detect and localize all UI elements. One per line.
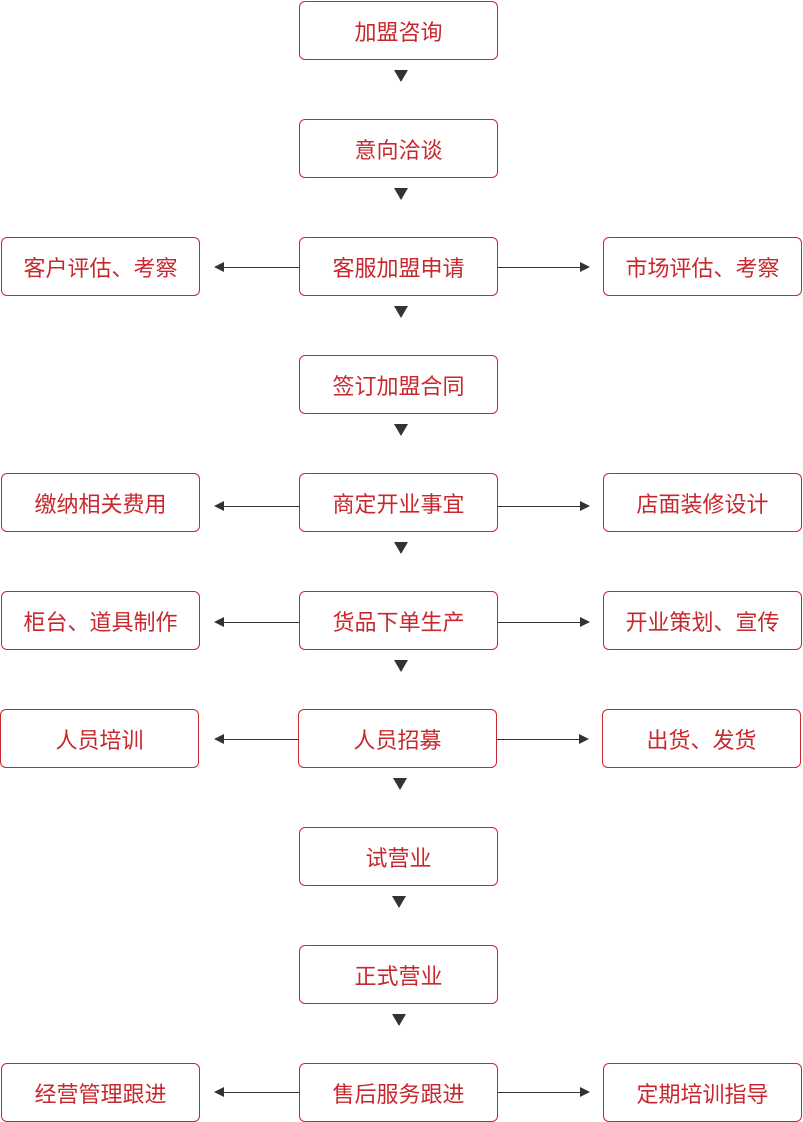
arrow-left-icon [214,734,224,744]
step-after-sales: 售后服务跟进 [299,1063,498,1122]
arrow-down-icon [394,70,408,82]
arrow-right-icon [579,734,589,744]
arrow-right-icon [580,1087,590,1097]
step-trial-operation: 试营业 [299,827,498,886]
arrow-right-icon [580,262,590,272]
branch-store-decoration: 店面装修设计 [603,473,802,532]
arrow-down-icon [394,306,408,318]
step-intention-negotiation: 意向洽谈 [299,119,498,178]
connector-line [497,739,580,740]
branch-pay-fees: 缴纳相关费用 [1,473,200,532]
step-goods-production: 货品下单生产 [299,591,498,650]
branch-staff-training: 人员培训 [0,709,199,768]
step-official-operation: 正式营业 [299,945,498,1004]
branch-customer-evaluation: 客户评估、考察 [1,237,200,296]
arrow-down-icon [394,188,408,200]
branch-counter-props: 柜台、道具制作 [1,591,200,650]
arrow-left-icon [214,501,224,511]
step-staff-recruitment: 人员招募 [298,709,497,768]
branch-shipping: 出货、发货 [602,709,801,768]
arrow-down-icon [393,778,407,790]
connector-line [222,267,299,268]
step-sign-contract: 签订加盟合同 [299,355,498,414]
arrow-left-icon [214,262,224,272]
connector-line [498,622,581,623]
arrow-right-icon [580,501,590,511]
connector-line [222,739,298,740]
arrow-right-icon [580,617,590,627]
step-franchise-application: 客服加盟申请 [299,237,498,296]
arrow-left-icon [214,617,224,627]
connector-line [498,1092,581,1093]
arrow-down-icon [392,896,406,908]
arrow-down-icon [392,1014,406,1026]
connector-line [222,506,299,507]
branch-market-evaluation: 市场评估、考察 [603,237,802,296]
arrow-down-icon [394,424,408,436]
connector-line [498,267,581,268]
arrow-left-icon [214,1087,224,1097]
arrow-down-icon [394,660,408,672]
connector-line [498,506,581,507]
step-opening-arrangements: 商定开业事宜 [299,473,498,532]
branch-opening-promotion: 开业策划、宣传 [603,591,802,650]
step-franchise-inquiry: 加盟咨询 [299,1,498,60]
branch-management-followup: 经营管理跟进 [1,1063,200,1122]
connector-line [222,1092,299,1093]
arrow-down-icon [394,542,408,554]
branch-regular-training: 定期培训指导 [603,1063,802,1122]
connector-line [222,622,299,623]
